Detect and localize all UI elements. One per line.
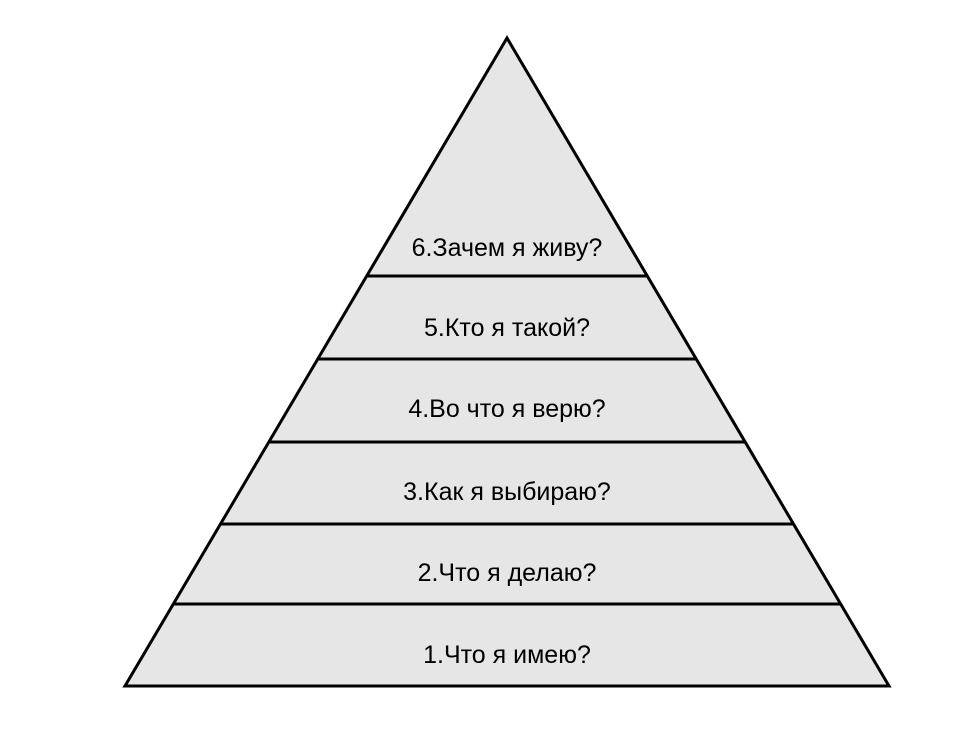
level-6-label: 6.Зачем я живу? (412, 234, 603, 262)
level-4-label: 4.Во что я верю? (408, 395, 605, 423)
level-1-label: 1.Что я имею? (423, 641, 591, 669)
level-2-label: 2.Что я делаю? (418, 559, 597, 587)
level-3-label: 3.Как я выбираю? (403, 478, 611, 506)
level-5-label: 5.Кто я такой? (424, 314, 590, 342)
pyramid-triangle (122, 35, 892, 688)
